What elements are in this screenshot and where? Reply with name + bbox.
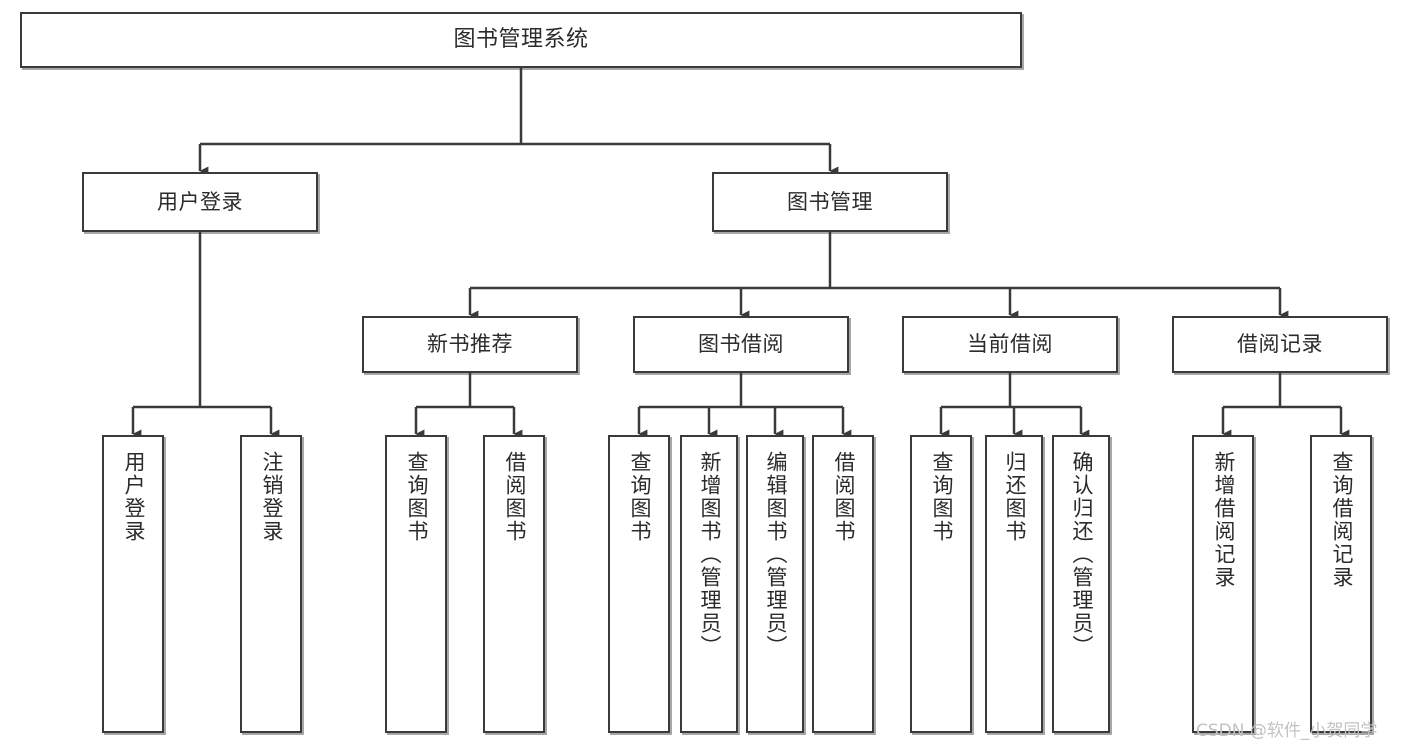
- node-label: 编辑图书（管理员）: [763, 451, 788, 658]
- node-l_qrec[interactable]: 查询借阅记录: [1310, 435, 1372, 733]
- node-label: 用户登录: [157, 189, 243, 214]
- node-borrow[interactable]: 图书借阅: [633, 316, 849, 373]
- node-l_editbook[interactable]: 编辑图书（管理员）: [746, 435, 804, 733]
- node-label: 新增图书（管理员）: [697, 451, 722, 658]
- node-label: 借阅记录: [1237, 332, 1323, 357]
- node-label: 查询图书: [627, 451, 652, 543]
- node-bookmgmt[interactable]: 图书管理: [712, 172, 948, 232]
- node-label: 新书推荐: [427, 332, 513, 357]
- node-login[interactable]: 用户登录: [82, 172, 318, 232]
- node-label: 注销登录: [259, 451, 284, 543]
- node-l_addbook[interactable]: 新增图书（管理员）: [680, 435, 738, 733]
- node-label: 图书管理: [787, 189, 873, 214]
- node-l_logout[interactable]: 注销登录: [240, 435, 302, 733]
- node-label: 用户登录: [121, 451, 146, 543]
- node-l_return[interactable]: 归还图书: [985, 435, 1043, 733]
- node-records[interactable]: 借阅记录: [1172, 316, 1388, 373]
- node-l_qbook3[interactable]: 查询图书: [910, 435, 972, 733]
- node-label: 图书借阅: [698, 332, 784, 357]
- node-current[interactable]: 当前借阅: [902, 316, 1118, 373]
- node-l_confirm[interactable]: 确认归还（管理员）: [1052, 435, 1110, 733]
- node-l_login[interactable]: 用户登录: [102, 435, 164, 733]
- node-label: 确认归还（管理员）: [1069, 451, 1094, 658]
- node-l_qbook2[interactable]: 查询图书: [608, 435, 670, 733]
- node-label: 查询图书: [404, 451, 429, 543]
- watermark: CSDN @软件_小贺同学: [1196, 721, 1378, 741]
- node-label: 图书管理系统: [453, 27, 589, 53]
- node-root[interactable]: 图书管理系统: [20, 12, 1022, 68]
- node-l_addrec[interactable]: 新增借阅记录: [1192, 435, 1254, 733]
- node-label: 新增借阅记录: [1211, 451, 1236, 589]
- node-l_bbook2[interactable]: 借阅图书: [812, 435, 874, 733]
- node-newbook[interactable]: 新书推荐: [362, 316, 578, 373]
- node-label: 借阅图书: [831, 451, 856, 543]
- node-l_qbook1[interactable]: 查询图书: [385, 435, 447, 733]
- node-label: 归还图书: [1002, 451, 1027, 543]
- node-label: 当前借阅: [967, 332, 1053, 357]
- node-label: 查询图书: [929, 451, 954, 543]
- node-l_bbook1[interactable]: 借阅图书: [483, 435, 545, 733]
- node-label: 查询借阅记录: [1329, 451, 1354, 589]
- node-label: 借阅图书: [502, 451, 527, 543]
